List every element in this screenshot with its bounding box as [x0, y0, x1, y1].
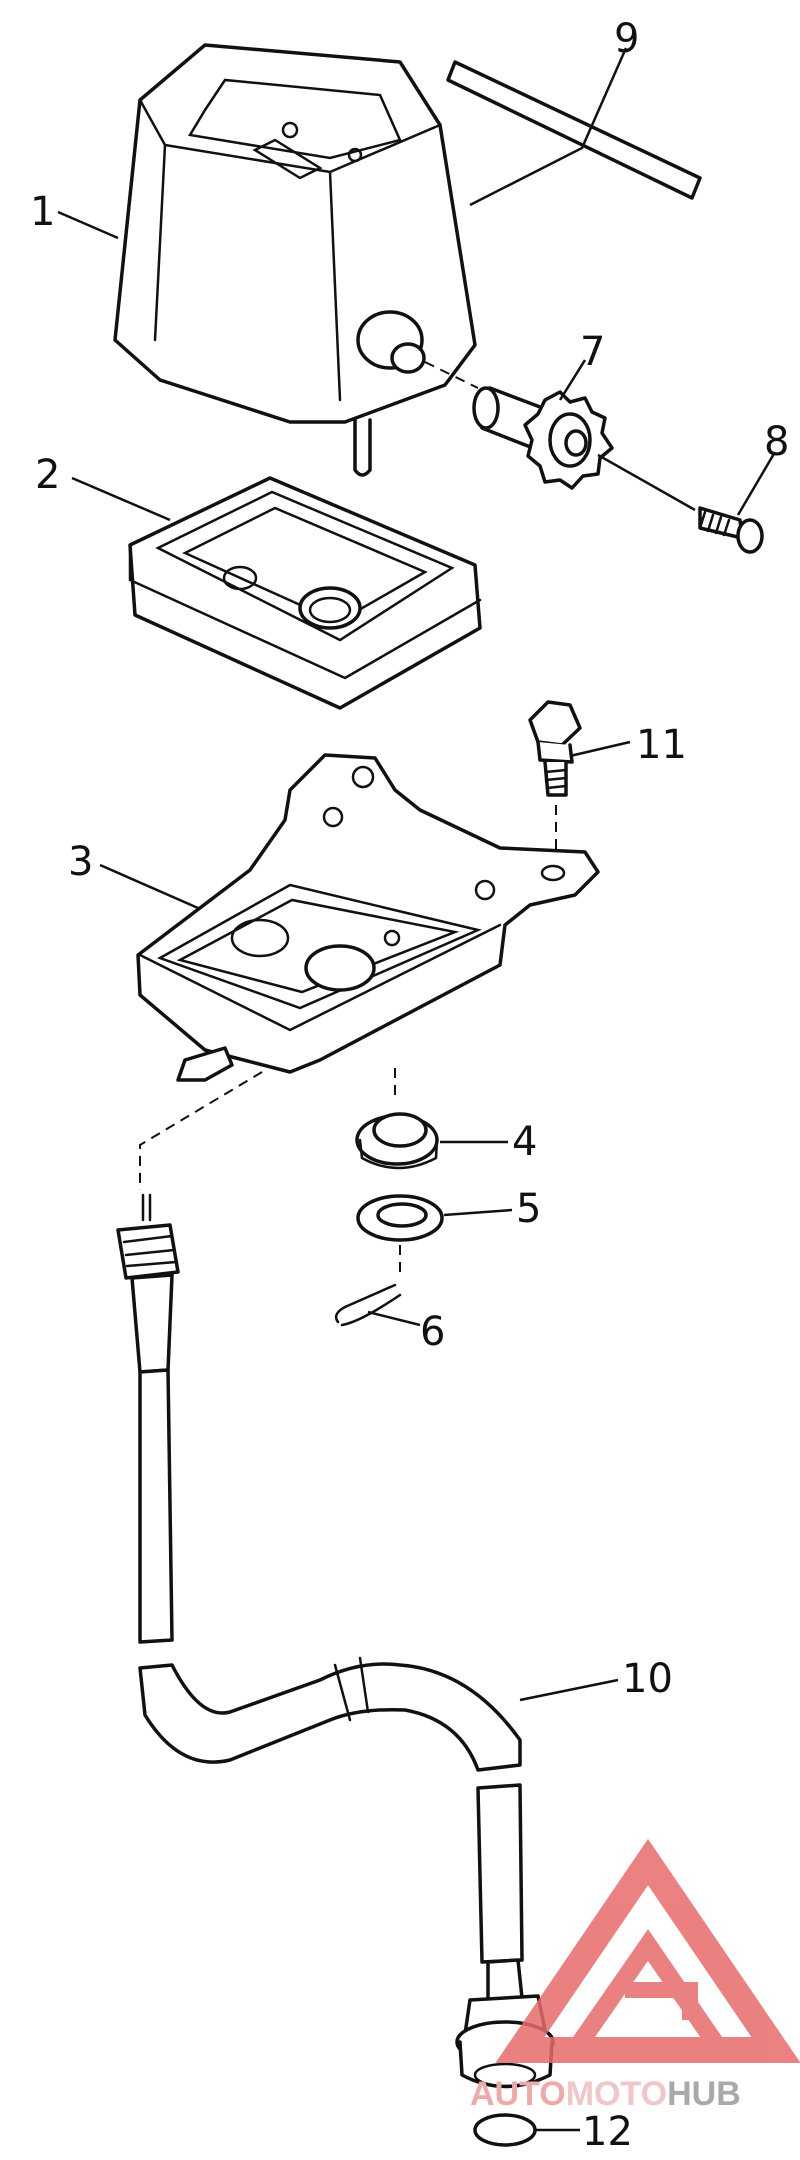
meter-housing: [113, 43, 477, 477]
callout-7: 7: [580, 329, 605, 375]
callout-11: 11: [636, 722, 687, 768]
callout-3: 3: [68, 839, 93, 885]
callout-10: 10: [622, 1656, 673, 1702]
callout-9: 9: [614, 16, 639, 62]
callout-12: 12: [582, 2109, 633, 2155]
leader-1: [57, 210, 119, 240]
leader-9: [469, 47, 628, 207]
watermark-text: AUTOMOTOHUB: [470, 2075, 741, 2113]
rubber-cushion: [128, 476, 482, 710]
callout-8: 8: [764, 419, 789, 465]
leader-8: [736, 451, 777, 516]
speedometer-cable: [116, 1193, 555, 2089]
washer: [356, 1194, 444, 1242]
watermark-auto: AUTO: [470, 2075, 566, 2113]
watermark-logo: [495, 1838, 800, 2063]
callout-2: 2: [35, 452, 60, 498]
dash-bracket-cable: [139, 1071, 263, 1190]
gasket-strip: [446, 60, 702, 200]
watermark-moto: MOTO: [566, 2075, 667, 2113]
bolt: [528, 700, 582, 797]
dash-socket-shaft: [424, 361, 479, 389]
line-gear-screw: [597, 453, 696, 512]
grommet: [355, 1112, 439, 1170]
callout-6: 6: [420, 1309, 445, 1355]
drive-gear: [472, 386, 614, 490]
callout-5: 5: [516, 1186, 541, 1232]
leader-11: [569, 740, 631, 758]
leader-3: [99, 863, 199, 910]
callout-4: 4: [512, 1119, 537, 1165]
leader-10: [519, 1678, 619, 1702]
callout-1: 1: [30, 189, 55, 235]
o-ring: [473, 2113, 537, 2147]
mounting-bracket: [136, 753, 600, 1082]
cotter-pin: [334, 1283, 402, 1327]
leader-6: [367, 1310, 421, 1327]
leader-2: [71, 476, 171, 522]
watermark-hub: HUB: [667, 2075, 741, 2113]
leader-5: [443, 1208, 513, 1217]
screw: [698, 506, 764, 554]
leader-7: [558, 359, 587, 401]
